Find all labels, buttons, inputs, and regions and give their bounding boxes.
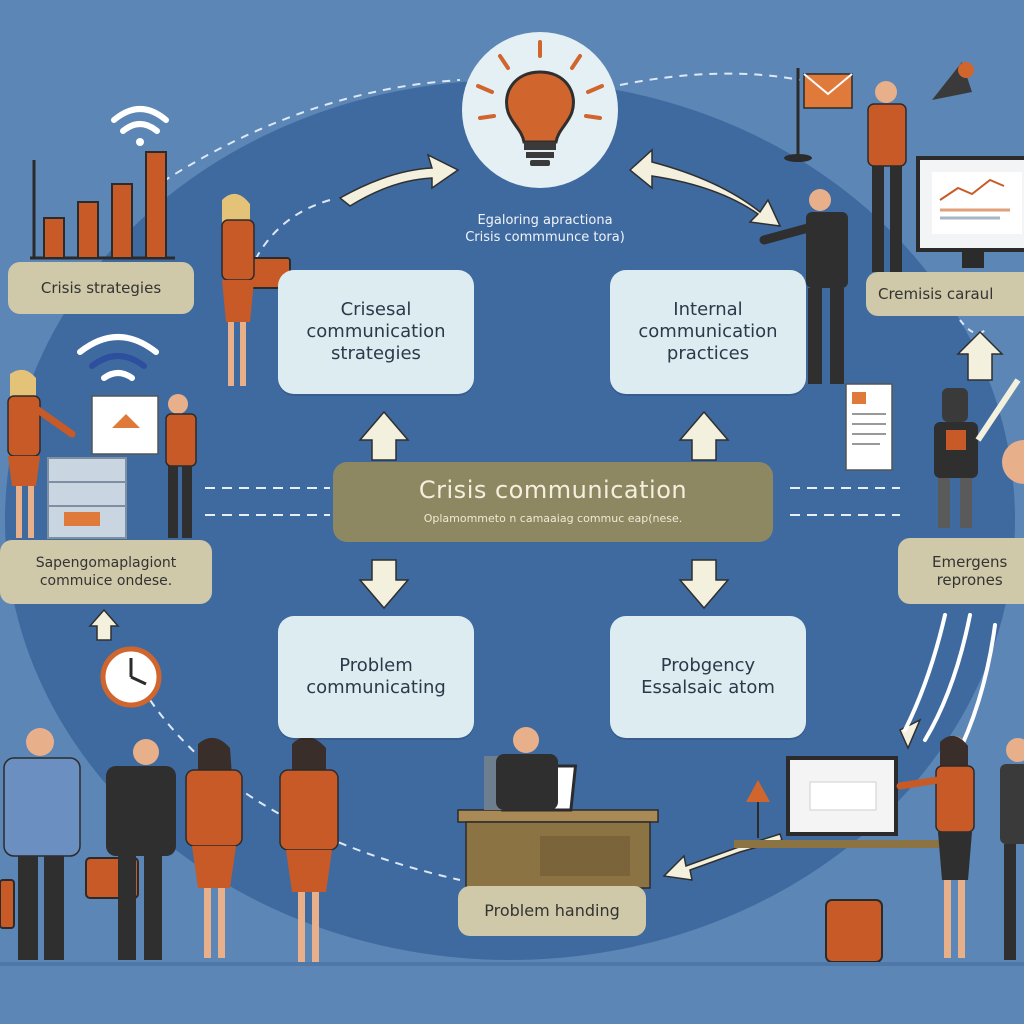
tag-top-right-label: Cremisis caraul bbox=[878, 285, 994, 303]
dashed-arc-top-right bbox=[619, 72, 801, 86]
box-problem-communicating: Problem communicating bbox=[278, 616, 474, 738]
document-illustration bbox=[845, 383, 893, 471]
people-illustrations bbox=[3, 62, 1024, 962]
tag-left-mid: Sapengomaplagiont commuice ondese. bbox=[0, 540, 212, 604]
caption-line-2: Crisis commmunce tora) bbox=[465, 230, 625, 245]
tag-emergency: Emergens reprones bbox=[898, 538, 1024, 604]
monitor-illustration bbox=[916, 156, 1024, 268]
box-internal-communication-label: Internal communication practices bbox=[638, 299, 778, 364]
presentation-board bbox=[47, 395, 159, 539]
box-crisis-strategies-label: Crisesal communication strategies bbox=[306, 299, 446, 364]
box-emergency-escalation: Probgency Essalsaic atom bbox=[610, 616, 806, 738]
box-emergency-escalation-label: Probgency Essalsaic atom bbox=[641, 655, 775, 698]
monitor-illustration-bottom bbox=[734, 756, 944, 848]
tag-emergency-label: Emergens reprones bbox=[932, 553, 1008, 589]
tag-problem-handling: Problem handing bbox=[458, 886, 646, 936]
dashed-arc-bottom bbox=[149, 699, 461, 881]
tag-crisis-strategies-label: Crisis strategies bbox=[40, 279, 162, 297]
caption-line-1: Egaloring apractiona bbox=[477, 213, 613, 228]
box-internal-communication: Internal communication practices bbox=[610, 270, 806, 394]
diagram-caption: Egaloring apractiona Crisis commmunce to… bbox=[420, 212, 670, 246]
dashed-arc-right bbox=[959, 319, 986, 335]
central-title: Crisis communication bbox=[418, 476, 688, 504]
tag-top-right: Cremisis caraul bbox=[866, 272, 1024, 316]
bar-chart-illustration bbox=[30, 151, 175, 260]
lightbulb-icon bbox=[462, 32, 618, 188]
dashed-arc-top-left bbox=[149, 79, 461, 191]
box-problem-communicating-label: Problem communicating bbox=[306, 655, 446, 698]
tag-problem-handling-label: Problem handing bbox=[484, 901, 620, 920]
tag-crisis-strategies: Crisis strategies bbox=[8, 262, 194, 314]
desk-illustration bbox=[457, 756, 659, 889]
box-crisis-strategies: Crisesal communication strategies bbox=[278, 270, 474, 394]
ground-line bbox=[0, 962, 1024, 966]
wifi-icon bbox=[111, 106, 169, 146]
central-banner: Crisis communication Oplamommeto n camaa… bbox=[333, 462, 773, 542]
tag-left-mid-label: Sapengomaplagiont commuice ondese. bbox=[35, 555, 177, 589]
envelope-icon bbox=[784, 68, 853, 162]
clock-icon bbox=[100, 646, 162, 708]
central-subtitle: Oplamommeto n camaaiag commuc eap(nese. bbox=[423, 512, 683, 525]
wifi-icon-left bbox=[77, 334, 159, 381]
